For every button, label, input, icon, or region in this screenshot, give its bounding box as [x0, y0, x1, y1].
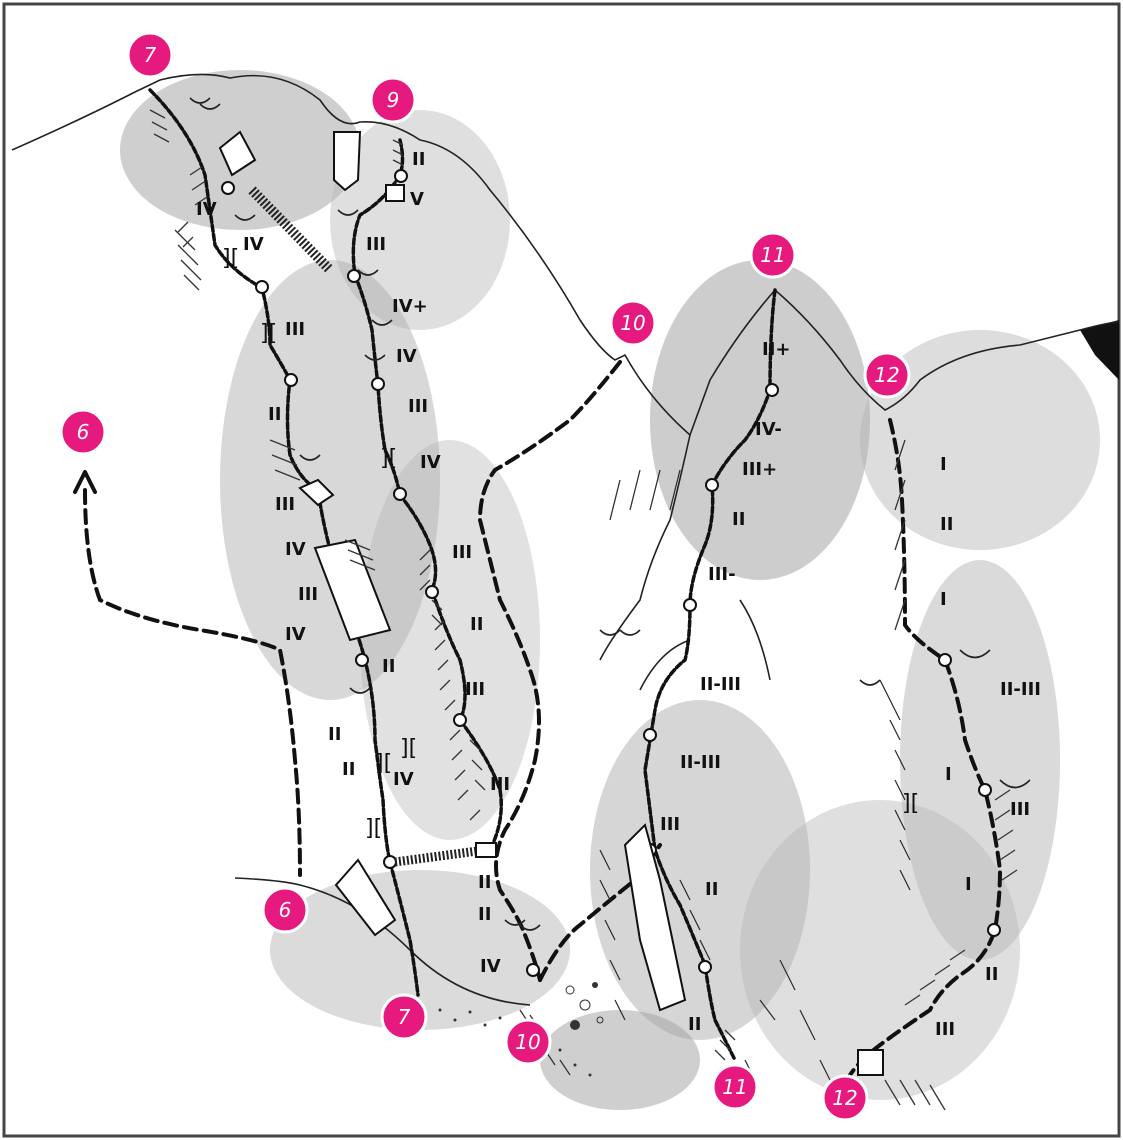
grade-label: I	[965, 874, 972, 895]
grade-label: IV	[480, 956, 501, 977]
grade-label: IV	[285, 539, 306, 560]
route-marker-10-top[interactable]: 10	[611, 301, 655, 345]
grade-label: IV	[243, 234, 264, 255]
grade-label: II	[985, 964, 998, 985]
route-marker-label: 6	[77, 420, 90, 444]
grade-label: III	[490, 774, 510, 795]
grade-label: III	[935, 1019, 955, 1040]
grade-label: IV+	[392, 296, 428, 317]
grade-label: II	[478, 904, 491, 925]
route-marker-11-top[interactable]: 11	[751, 233, 795, 277]
route-marker-label: 7	[144, 43, 157, 67]
grade-label: IV	[396, 346, 417, 367]
route-marker-7-bottom[interactable]: 7	[382, 995, 426, 1039]
route-marker-12-top[interactable]: 12	[865, 353, 909, 397]
grade-label: III	[298, 584, 318, 605]
route-marker-label: 12	[832, 1086, 857, 1110]
route-marker-10-bottom[interactable]: 10	[506, 1020, 550, 1064]
route-marker-label: 12	[874, 363, 899, 387]
grade-label: II-III	[700, 674, 741, 695]
grade-label: II-III	[1000, 679, 1041, 700]
grade-label: I	[940, 454, 947, 475]
grade-label: II	[342, 759, 355, 780]
grade-label: I	[940, 589, 947, 610]
svg-text:][: ][	[375, 751, 392, 776]
route-marker-label: 6	[279, 898, 292, 922]
route-marker-12-bottom[interactable]: 12	[823, 1076, 867, 1120]
grade-label: III	[660, 814, 680, 835]
grade-label: II	[328, 724, 341, 745]
grade-label: III	[465, 679, 485, 700]
route-marker-9-top[interactable]: 9	[371, 78, 415, 122]
grade-label: II	[412, 149, 425, 170]
grade-label: III	[275, 494, 295, 515]
route-marker-label: 7	[398, 1005, 411, 1029]
grade-label: IV	[285, 624, 306, 645]
route-marker-7-top[interactable]: 7	[128, 33, 172, 77]
grade-label: III	[285, 319, 305, 340]
rock-shading	[120, 70, 1119, 1110]
svg-text:][: ][	[222, 246, 239, 271]
grade-label: II	[382, 656, 395, 677]
grade-label: II	[705, 879, 718, 900]
grade-label: III	[1010, 799, 1030, 820]
grade-label: II	[470, 614, 483, 635]
grade-label: III-	[708, 564, 736, 585]
grade-label: IV	[420, 452, 441, 473]
svg-text:][: ][	[902, 791, 919, 816]
grade-label: II+	[762, 339, 790, 360]
grade-label: V	[410, 189, 424, 210]
grade-label: II	[940, 514, 953, 535]
grade-label: IV	[393, 769, 414, 790]
grade-label: II	[688, 1014, 701, 1035]
grade-label: II	[732, 509, 745, 530]
grade-label: II-III	[680, 752, 721, 773]
grade-label: III	[408, 396, 428, 417]
route-marker-label: 9	[387, 88, 400, 112]
route-marker-label: 11	[722, 1075, 747, 1099]
route-marker-label: 10	[515, 1030, 540, 1054]
route-marker-6-bottom[interactable]: 6	[263, 888, 307, 932]
grade-label: III+	[742, 459, 777, 480]
grade-label: III	[366, 234, 386, 255]
svg-text:][: ][	[380, 446, 397, 471]
grade-label: III	[452, 542, 472, 563]
svg-text:][: ][	[400, 736, 417, 761]
grade-label: I	[945, 764, 952, 785]
route-marker-label: 10	[620, 311, 645, 335]
svg-text:][: ][	[260, 321, 277, 346]
route-marker-6-left[interactable]: 6	[61, 410, 105, 454]
grade-label: IV	[196, 199, 217, 220]
grade-label: II	[478, 872, 491, 893]
svg-text:][: ][	[365, 816, 382, 841]
route-marker-label: 11	[760, 243, 785, 267]
grade-label: II	[268, 404, 281, 425]
route-marker-11-bottom[interactable]: 11	[713, 1065, 757, 1109]
grade-label: IV-	[755, 419, 782, 440]
